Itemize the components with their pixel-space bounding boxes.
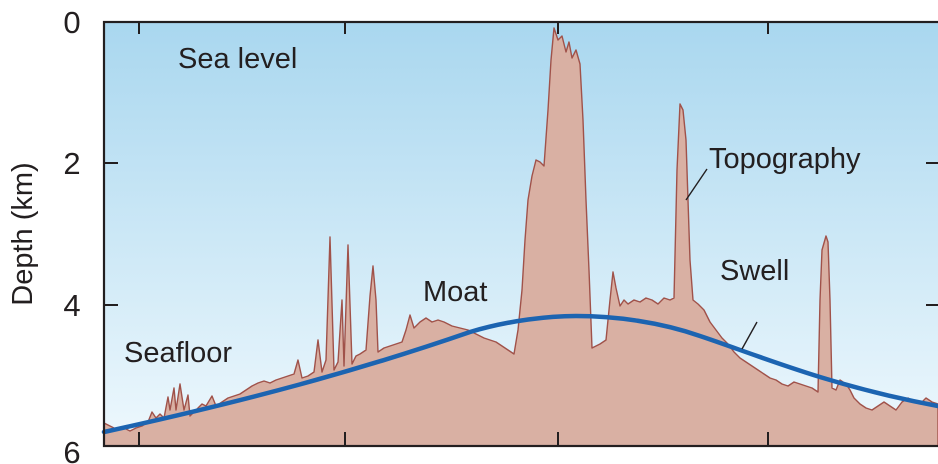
y-axis-title: Depth (km) (7, 162, 39, 305)
topography-profile (103, 27, 938, 447)
swell-curve (101, 313, 938, 435)
x-axis-ticks (138, 22, 769, 446)
y-tick-label-4: 4 (63, 288, 80, 323)
y-tick-label-0: 0 (63, 5, 80, 40)
topography-leader-line (685, 168, 708, 201)
seafloor-label: Seafloor (124, 337, 232, 369)
swell-leader-line (741, 321, 758, 350)
swell-label: Swell (720, 255, 789, 287)
topography-label: Topography (709, 143, 861, 175)
y-tick-label-6: 6 (63, 435, 80, 464)
y-tick-label-2: 2 (63, 146, 80, 181)
plot-frame (102, 20, 938, 448)
y-axis-ticks (104, 21, 938, 447)
moat-label: Moat (423, 276, 487, 308)
sea-level-label: Sea level (178, 43, 297, 75)
